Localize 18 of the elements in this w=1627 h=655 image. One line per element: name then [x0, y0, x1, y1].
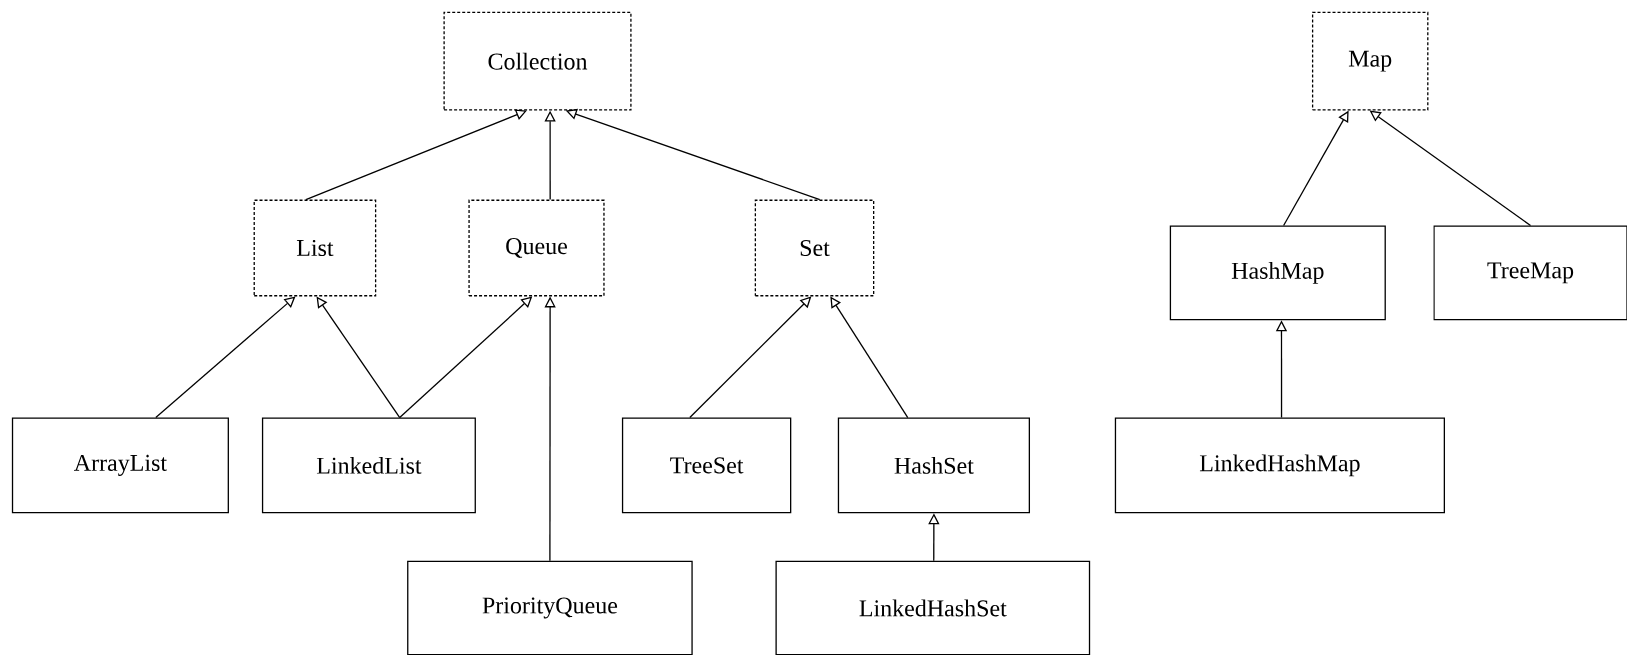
class-box: LinkedHashSet: [775, 560, 1091, 655]
class-box: HashMap: [1169, 225, 1386, 321]
interface-box: List: [253, 199, 377, 297]
class-box: TreeSet: [621, 417, 792, 514]
class-box: LinkedList: [261, 417, 476, 514]
interface-box: Queue: [468, 199, 605, 297]
class-box: TreeMap: [1433, 225, 1627, 321]
class-box: ArrayList: [11, 417, 229, 514]
interface-box: Collection: [443, 11, 632, 111]
arrow: [155, 296, 296, 419]
arrow: [316, 296, 401, 419]
interface-box: Map: [1311, 11, 1429, 111]
interface-box: Set: [754, 199, 875, 297]
class-box: LinkedHashMap: [1114, 417, 1445, 514]
arrow: [305, 109, 527, 201]
arrow: [830, 296, 909, 419]
class-box: PriorityQueue: [407, 560, 693, 655]
class-box: HashSet: [837, 417, 1030, 514]
